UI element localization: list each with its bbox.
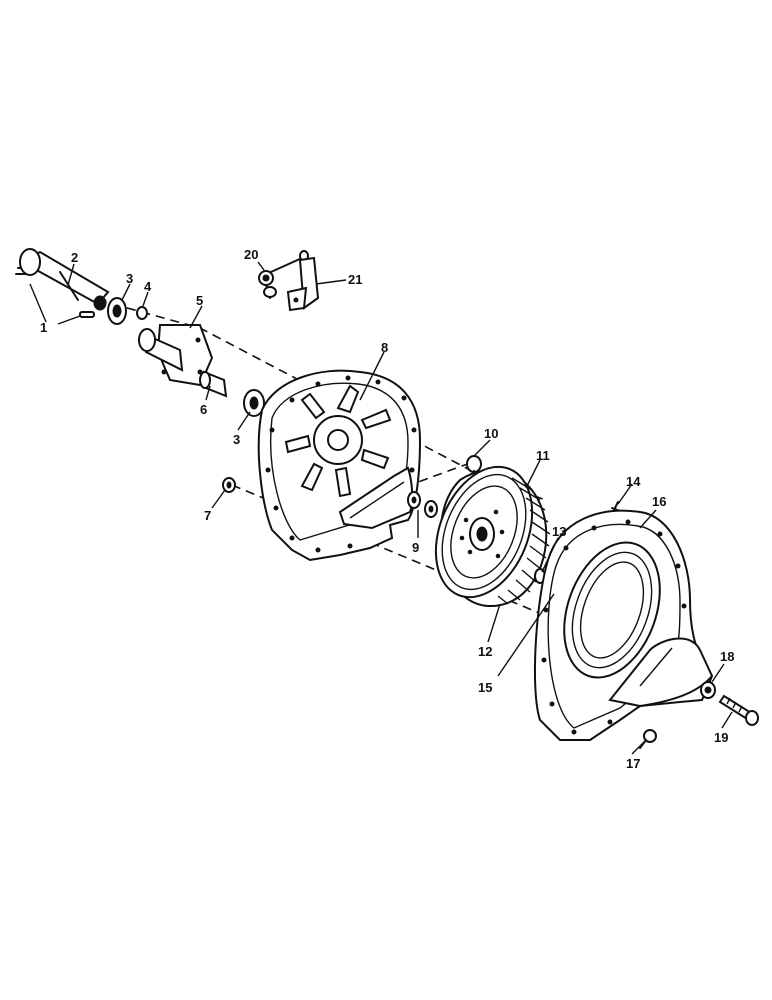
callout-labels: 1 2 3 4 5 6 3 7 8 9 10 11 12 13 14 15 16… [40, 247, 734, 771]
part-11-fan-wheel [434, 465, 551, 608]
callout-21: 21 [348, 272, 362, 287]
part-21-bracket [286, 256, 320, 312]
callout-12: 12 [478, 644, 492, 659]
part-19-bolt [718, 694, 759, 726]
callout-3-upper: 3 [126, 271, 133, 286]
fan-blades [497, 477, 551, 605]
leader-lines [29, 261, 733, 755]
part-16-front-housing [533, 509, 714, 741]
callout-20: 20 [244, 247, 258, 262]
callout-1: 1 [40, 320, 47, 335]
callout-5: 5 [196, 293, 203, 308]
callout-13: 13 [552, 524, 566, 539]
callout-17: 17 [626, 756, 640, 771]
part-4-nut [136, 306, 148, 320]
front-housing-bolt-holes [541, 519, 687, 735]
part-18-nut [700, 681, 716, 699]
part-3-bearing-upper [107, 297, 127, 325]
part-20-link-rod [258, 250, 309, 299]
callout-16: 16 [652, 494, 666, 509]
callout-3-lower: 3 [233, 432, 240, 447]
back-plate-spokes [284, 384, 392, 498]
callout-9: 9 [412, 540, 419, 555]
callout-2: 2 [71, 250, 78, 265]
part-1-pins [15, 267, 95, 318]
callout-8: 8 [381, 340, 388, 355]
callout-4: 4 [144, 279, 152, 294]
callout-14: 14 [626, 474, 641, 489]
part-6-sleeve [199, 370, 228, 398]
part-5-hub-housing [138, 324, 214, 387]
callout-18: 18 [720, 649, 734, 664]
callout-7: 7 [204, 508, 211, 523]
callout-11: 11 [536, 448, 550, 463]
part-17-bolt [639, 729, 657, 749]
part-8-back-plate [257, 369, 422, 562]
part-3-bearing-lower [243, 389, 265, 417]
part-9-washers [407, 491, 438, 518]
callout-15: 15 [478, 680, 492, 695]
part-7-nut [222, 477, 236, 493]
callout-10: 10 [484, 426, 498, 441]
back-plate-bolt-holes [265, 375, 417, 553]
callout-6: 6 [200, 402, 207, 417]
callout-19: 19 [714, 730, 728, 745]
part-2-shaft [19, 248, 110, 311]
